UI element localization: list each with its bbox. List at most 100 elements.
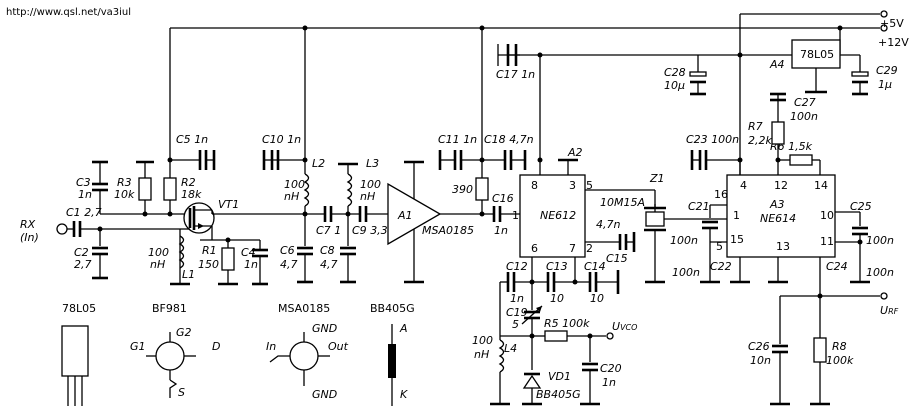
svg-text:GND: GND bbox=[312, 388, 337, 401]
p4-title: BB405G bbox=[370, 302, 415, 315]
c16-label: C16 bbox=[492, 192, 514, 205]
c19-label: C19 bbox=[506, 306, 528, 319]
c23-label: C23 100n bbox=[686, 133, 739, 146]
source-url: http://www.qsl.net/va3iul bbox=[6, 7, 131, 18]
pinout-bf981: BF981 G1 G2 D S bbox=[130, 302, 220, 399]
c13-label: C13 bbox=[546, 260, 568, 273]
svg-text:5: 5 bbox=[716, 240, 723, 253]
svg-text:11: 11 bbox=[820, 235, 834, 248]
uvco-label: UVCO bbox=[612, 320, 637, 333]
l2-value: 100 bbox=[284, 178, 305, 191]
svg-text:6: 6 bbox=[531, 242, 538, 255]
urf-label: URF bbox=[880, 304, 899, 317]
c29-label: C29 bbox=[876, 64, 898, 77]
msa-label: MSA0185 bbox=[422, 224, 474, 237]
r3-label: R3 bbox=[117, 176, 132, 189]
a2-label: A2 bbox=[567, 146, 583, 159]
p3-title: MSA0185 bbox=[278, 302, 330, 315]
vt1-label: VT1 bbox=[218, 198, 239, 211]
reg-label: 78L05 bbox=[800, 48, 834, 61]
l1-value: 100 bbox=[148, 246, 169, 259]
svg-text:S: S bbox=[178, 386, 185, 399]
v5-label: +5V bbox=[880, 17, 904, 30]
c14-value: 10 bbox=[590, 292, 604, 305]
c4-value: 1n bbox=[244, 258, 258, 271]
r8-value: 100k bbox=[826, 354, 854, 367]
svg-text:In: In bbox=[266, 340, 276, 353]
svg-text:D: D bbox=[212, 340, 220, 353]
a1-label: A1 bbox=[397, 209, 413, 222]
svg-text:4: 4 bbox=[740, 179, 747, 192]
pinout-78l05: 78L05 bbox=[61, 302, 96, 406]
z1-label: Z1 bbox=[649, 172, 665, 185]
c18-label: C18 4,7n bbox=[484, 133, 534, 146]
c19-value: 5 bbox=[512, 318, 519, 331]
c11-label: C11 1n bbox=[438, 133, 477, 146]
c22-value: 100n bbox=[672, 266, 700, 279]
l4-label: L4 bbox=[504, 342, 517, 355]
c16-value: 1n bbox=[494, 224, 508, 237]
ne614-label: NE614 bbox=[760, 212, 796, 225]
rx-in-label: (In) bbox=[20, 231, 39, 244]
a3-label: A3 bbox=[769, 198, 785, 211]
svg-text:10: 10 bbox=[820, 209, 834, 222]
c13-value: 10 bbox=[550, 292, 564, 305]
if-ne614: A3 NE614 4 12 14 16 1 10 15 13 5 11 C23 … bbox=[670, 92, 899, 406]
c1-label: C1 2,7 bbox=[66, 206, 102, 219]
r5-label: R5 100k bbox=[544, 317, 590, 330]
c20-value: 1n bbox=[602, 376, 616, 389]
svg-text:13: 13 bbox=[776, 240, 790, 253]
regulator-a4: 78L05 A4 C17 1n C28 10µ C29 1µ bbox=[496, 39, 898, 96]
c3-label: C3 bbox=[76, 176, 91, 189]
l3-unit: nH bbox=[360, 190, 375, 203]
svg-text:16: 16 bbox=[714, 188, 728, 201]
svg-text:5: 5 bbox=[586, 179, 593, 192]
l3-label: L3 bbox=[366, 157, 379, 170]
l2-label: L2 bbox=[312, 157, 325, 170]
c9-label: C9 3,3 bbox=[352, 224, 388, 237]
c26-label: C26 bbox=[748, 340, 770, 353]
l1-label: L1 bbox=[182, 268, 195, 281]
c2-value: 2,7 bbox=[74, 258, 92, 271]
c6-label: C6 bbox=[280, 244, 295, 257]
a4-label: A4 bbox=[769, 58, 785, 71]
bias-network: C11 1n C18 4,7n 390 C16 1n bbox=[438, 52, 543, 237]
l4-value: 100 bbox=[472, 334, 493, 347]
ne612-label: NE612 bbox=[540, 209, 576, 222]
c6-value: 4,7 bbox=[280, 258, 298, 271]
c29-value: 1µ bbox=[878, 78, 892, 91]
ceramic-filter-z1: Z1 bbox=[644, 172, 727, 284]
svg-text:1: 1 bbox=[733, 209, 740, 222]
p1-title: 78L05 bbox=[62, 302, 96, 315]
vco-tank: C19 5 R5 100k UVCO C20 1n VD1 BB405G 100… bbox=[472, 282, 637, 406]
r2-value: 18k bbox=[181, 188, 202, 201]
r2-label: R2 bbox=[181, 176, 196, 189]
svg-text:7: 7 bbox=[569, 242, 576, 255]
c2-label: C2 bbox=[74, 246, 89, 259]
svg-text:GND: GND bbox=[312, 322, 337, 335]
c25-value: 100n bbox=[866, 234, 894, 247]
c15-value: 4,7n bbox=[596, 218, 620, 231]
svg-text:1: 1 bbox=[512, 209, 519, 222]
c17-label: C17 1n bbox=[496, 68, 535, 81]
c3-value: 1n bbox=[78, 188, 92, 201]
c21-value: 100n bbox=[670, 234, 698, 247]
p2-title: BF981 bbox=[152, 302, 187, 315]
svg-text:2: 2 bbox=[586, 242, 593, 255]
v12-label: +12V bbox=[878, 36, 909, 49]
l2-unit: nH bbox=[284, 190, 299, 203]
c10-label: C10 1n bbox=[262, 133, 301, 146]
c12-label: C12 bbox=[506, 260, 528, 273]
r7-label: R7 bbox=[748, 120, 763, 133]
r1-value: 150 bbox=[198, 258, 219, 271]
mixer-ne612: NE612 A2 8 3 5 1 6 7 2 4,7n C15 10M15A C… bbox=[499, 146, 656, 340]
c8-value: 4,7 bbox=[320, 258, 338, 271]
svg-text:8: 8 bbox=[531, 179, 538, 192]
c28-label: C28 bbox=[664, 66, 686, 79]
rx-label: RX bbox=[20, 218, 36, 231]
input-section: RX (In) C1 2,7 C2 2,7 C3 1n R3 10k R2 bbox=[20, 133, 388, 286]
svg-text:G2: G2 bbox=[176, 326, 192, 339]
c24-label: C24 bbox=[826, 260, 848, 273]
c12-value: 1n bbox=[510, 292, 524, 305]
c5-label: C5 1n bbox=[176, 133, 208, 146]
